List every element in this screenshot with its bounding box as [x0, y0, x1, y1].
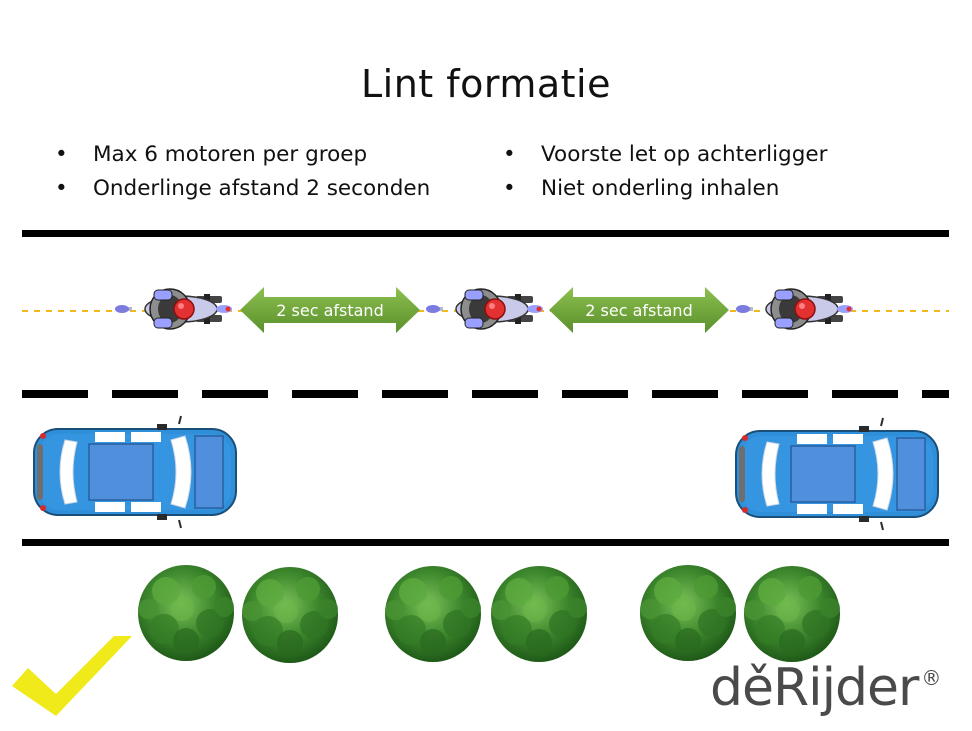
checkmark-icon — [12, 636, 132, 716]
tree-icon — [491, 566, 587, 662]
road-edge-top — [22, 230, 949, 237]
distance-arrow-label: 2 sec afstand — [276, 301, 383, 320]
tree-icon — [385, 566, 481, 662]
bullet-list-right: Voorste let op achterligger Niet onderli… — [503, 138, 827, 206]
motorcycle-icon — [735, 288, 854, 330]
bullet-list-left: Max 6 motoren per groep Onderlinge afsta… — [55, 138, 430, 206]
bullet-item: Max 6 motoren per groep — [55, 138, 430, 172]
brand-logo-text: děRijder — [710, 658, 919, 718]
motorcycle-icon — [114, 288, 233, 330]
slide-title: Lint formatie — [360, 62, 611, 106]
tree-icon — [138, 565, 234, 661]
distance-arrow-label: 2 sec afstand — [585, 301, 692, 320]
car-icon — [33, 415, 237, 529]
distance-arrow: 2 sec afstand — [240, 287, 420, 333]
brand-logo: děRijder® — [710, 662, 941, 714]
distance-arrow: 2 sec afstand — [549, 287, 729, 333]
bullet-item: Niet onderling inhalen — [503, 172, 827, 206]
road-edge-bottom — [22, 539, 949, 546]
motorcycle-icon — [425, 288, 544, 330]
registered-mark: ® — [921, 666, 941, 690]
tree-icon — [242, 567, 338, 663]
bullet-item: Voorste let op achterligger — [503, 138, 827, 172]
tree-icon — [640, 565, 736, 661]
tree-icon — [744, 566, 840, 662]
bullet-item: Onderlinge afstand 2 seconden — [55, 172, 430, 206]
car-icon — [735, 417, 939, 531]
